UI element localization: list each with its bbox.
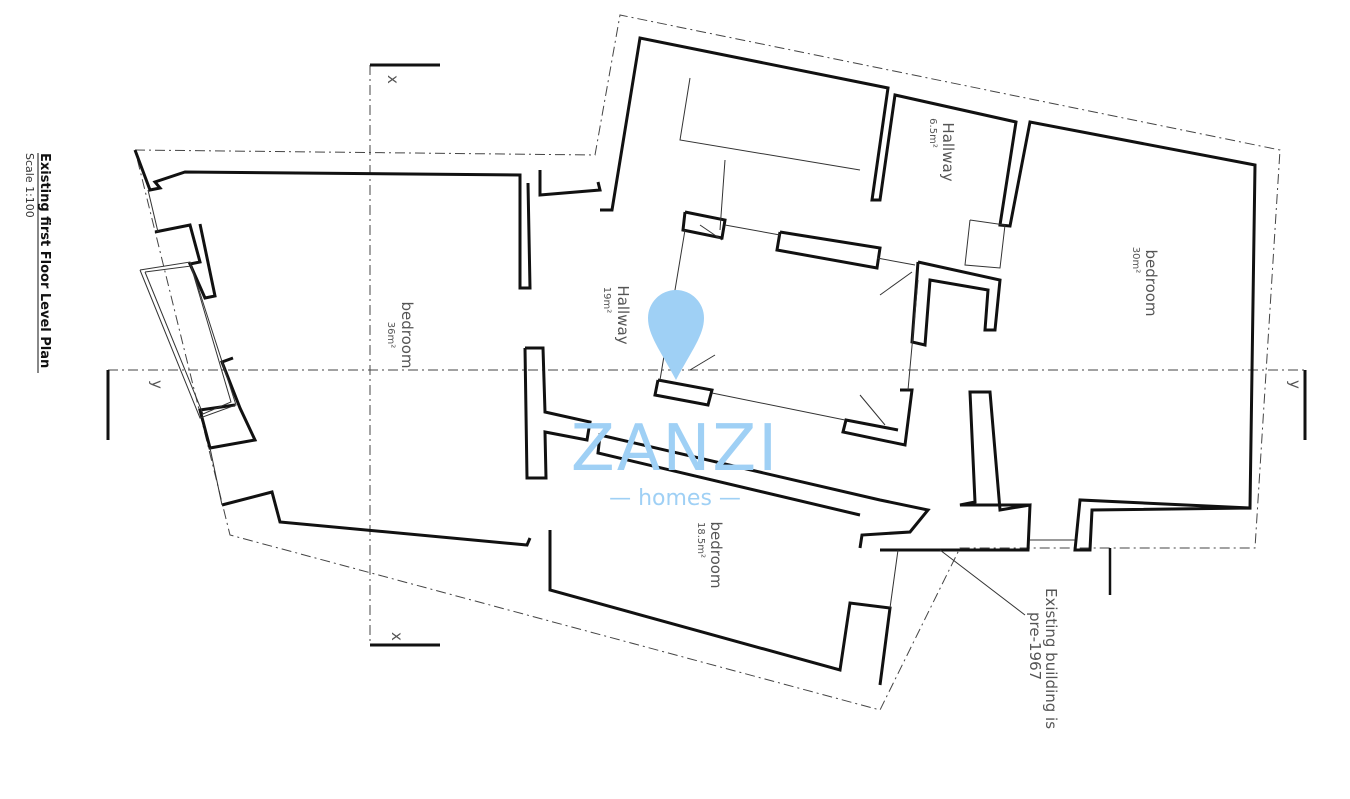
note-line-1: Existing building is xyxy=(1042,588,1060,729)
room-name: bedroom xyxy=(1142,249,1160,316)
windows-and-stairs xyxy=(139,77,1112,616)
plan-title: Existing first Floor Level Plan xyxy=(37,153,52,368)
section-label-y-left: y xyxy=(148,380,166,389)
section-label-y-right: y xyxy=(1286,380,1304,389)
watermark-brand: ZANZI xyxy=(571,412,779,486)
room-area: 30m² xyxy=(1130,247,1141,273)
plan-scale: Scale 1:100 xyxy=(23,153,36,218)
room-name: Hallway xyxy=(939,122,957,181)
room-area: 18.5m² xyxy=(695,522,706,558)
room-area: 6.5m² xyxy=(927,118,938,148)
room-name: bedroom xyxy=(398,301,416,368)
room-area: 36m² xyxy=(385,322,396,348)
room-name: Hallway xyxy=(614,285,632,344)
location-pin-icon xyxy=(648,290,704,380)
room-name: bedroom xyxy=(707,521,725,588)
room-area: 19m² xyxy=(601,287,612,313)
walls xyxy=(133,36,1257,686)
site-boundary xyxy=(134,14,1281,711)
note-line-2: pre-1967 xyxy=(1026,612,1044,680)
zanzi-homes-watermark: ZANZI — homes — xyxy=(571,290,779,511)
watermark-tagline: — homes — xyxy=(609,486,741,511)
section-label-x-bottom: x xyxy=(388,632,406,641)
section-label-x-top: x xyxy=(384,75,402,84)
